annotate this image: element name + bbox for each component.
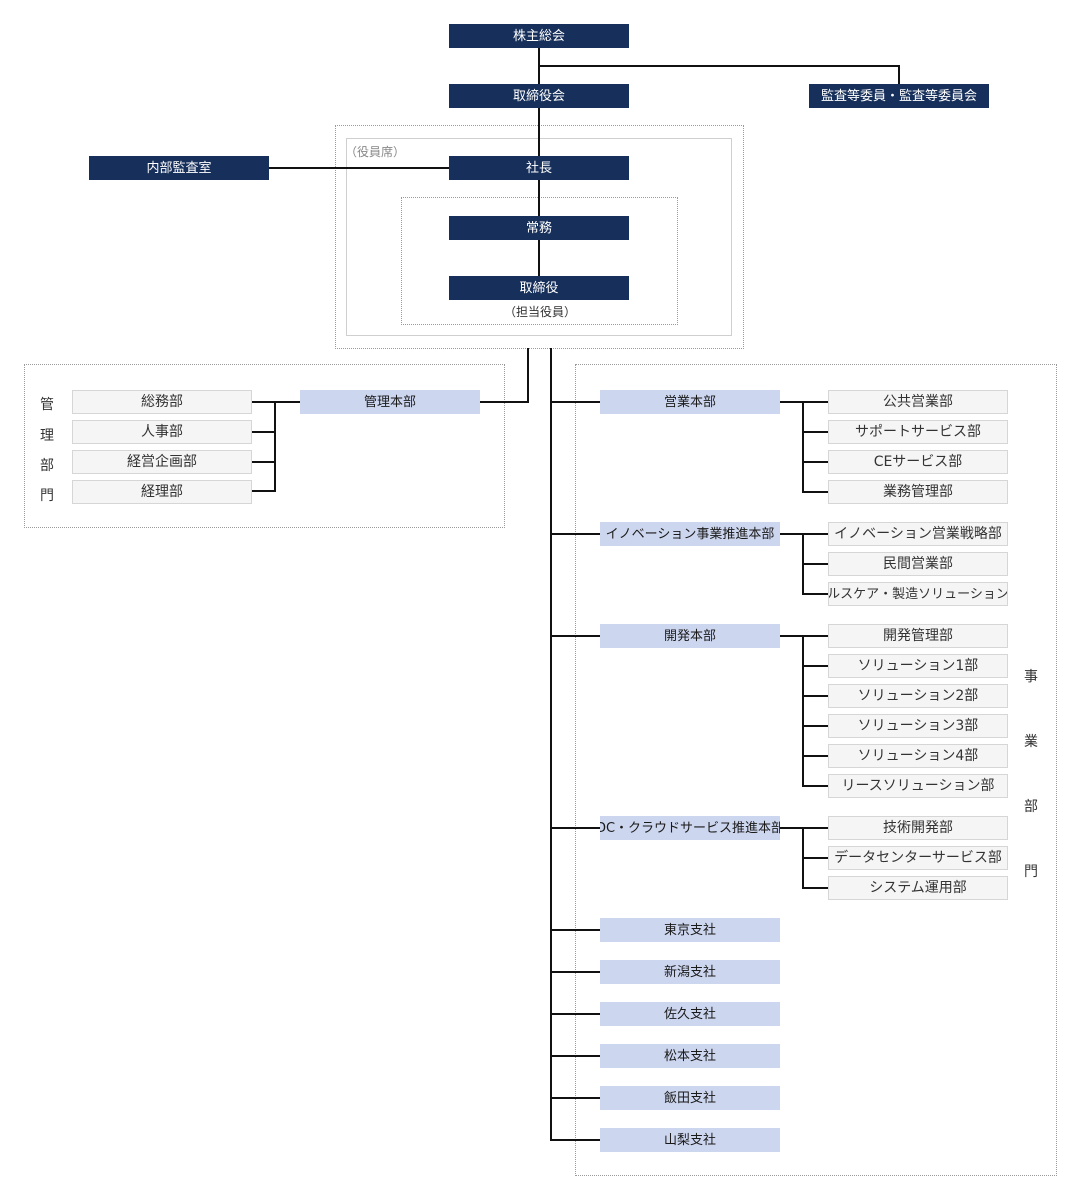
branch-office-box[interactable]: 東京支社 [600, 918, 780, 942]
admin-section-frame [24, 364, 505, 528]
connector-line [274, 401, 276, 492]
connector-line [802, 593, 828, 595]
internal-audit-box[interactable]: 内部監査室 [89, 156, 269, 180]
connector-line [479, 401, 529, 403]
connector-line [538, 65, 900, 67]
connector-line [802, 785, 828, 787]
connector-line [898, 65, 900, 86]
business-section-label-1: 事 [1024, 669, 1038, 685]
audit-committee-box[interactable]: 監査等委員・監査等委員会 [809, 84, 989, 108]
connector-line [538, 240, 540, 276]
connector-line [802, 695, 828, 697]
department-box[interactable]: ソリューション4部 [828, 744, 1008, 768]
connector-line [550, 971, 600, 973]
department-box[interactable]: サポートサービス部 [828, 420, 1008, 444]
connector-line [550, 1055, 600, 1057]
connector-line [802, 401, 828, 403]
connector-line [252, 431, 276, 433]
connector-line [802, 755, 828, 757]
connector-line [550, 348, 552, 1141]
connector-line [550, 1139, 600, 1141]
department-box[interactable]: データセンターサービス部 [828, 846, 1008, 870]
general-affairs-dept-box[interactable]: 総務部 [72, 390, 252, 414]
department-box[interactable]: システム運用部 [828, 876, 1008, 900]
connector-line [802, 665, 828, 667]
business-section-label-2: 業 [1024, 734, 1038, 750]
connector-line [269, 167, 449, 169]
connector-line [252, 401, 300, 403]
directors-note: （担当役員） [504, 305, 577, 319]
connector-line [802, 491, 828, 493]
connector-line [802, 725, 828, 727]
department-box[interactable]: リースソリューション部 [828, 774, 1008, 798]
president-box[interactable]: 社長 [449, 156, 629, 180]
department-box[interactable]: 技術開発部 [828, 816, 1008, 840]
connector-line [802, 401, 804, 493]
business-section-label-4: 門 [1024, 864, 1038, 880]
corporate-planning-dept-box[interactable]: 経営企画部 [72, 450, 252, 474]
department-box[interactable]: 公共営業部 [828, 390, 1008, 414]
connector-line [802, 827, 828, 829]
sales-hq-box[interactable]: 営業本部 [600, 390, 780, 414]
connector-line [802, 461, 828, 463]
dc-cloud-hq-box[interactable]: DC・クラウドサービス推進本部 [600, 816, 780, 840]
connector-line [550, 1013, 600, 1015]
connector-line [550, 635, 600, 637]
development-hq-box[interactable]: 開発本部 [600, 624, 780, 648]
admin-section-label-1: 管 [40, 397, 54, 413]
connector-line [802, 857, 828, 859]
connector-line [252, 490, 276, 492]
department-box[interactable]: ソリューション2部 [828, 684, 1008, 708]
connector-line [252, 461, 276, 463]
department-box[interactable]: ソリューション1部 [828, 654, 1008, 678]
admin-section-label-2: 理 [40, 428, 54, 444]
department-box[interactable]: ソリューション3部 [828, 714, 1008, 738]
branch-office-box[interactable]: 新潟支社 [600, 960, 780, 984]
department-box[interactable]: ヘルスケア・製造ソリューション部 [828, 582, 1008, 606]
connector-line [550, 827, 600, 829]
board-of-directors-box[interactable]: 取締役会 [449, 84, 629, 108]
admin-section-label-3: 部 [40, 458, 54, 474]
officers-label: （役員席） [345, 145, 406, 159]
connector-line [538, 180, 540, 216]
connector-line [802, 635, 804, 787]
branch-office-box[interactable]: 松本支社 [600, 1044, 780, 1068]
department-box[interactable]: 業務管理部 [828, 480, 1008, 504]
department-box[interactable]: 民間営業部 [828, 552, 1008, 576]
connector-line [802, 635, 828, 637]
connector-line [550, 533, 600, 535]
connector-line [550, 929, 600, 931]
admin-hq-box[interactable]: 管理本部 [300, 390, 480, 414]
accounting-dept-box[interactable]: 経理部 [72, 480, 252, 504]
connector-line [802, 533, 828, 535]
connector-line [538, 108, 540, 156]
connector-line [802, 563, 828, 565]
directors-box[interactable]: 取締役 [449, 276, 629, 300]
managing-director-box[interactable]: 常務 [449, 216, 629, 240]
connector-line [550, 1097, 600, 1099]
branch-office-box[interactable]: 山梨支社 [600, 1128, 780, 1152]
department-box[interactable]: イノベーション営業戦略部 [828, 522, 1008, 546]
hr-dept-box[interactable]: 人事部 [72, 420, 252, 444]
department-box[interactable]: CEサービス部 [828, 450, 1008, 474]
branch-office-box[interactable]: 飯田支社 [600, 1086, 780, 1110]
connector-line [550, 401, 600, 403]
innovation-hq-box[interactable]: イノベーション事業推進本部 [600, 522, 780, 546]
business-section-frame [575, 364, 1057, 1176]
connector-line [527, 348, 529, 403]
connector-line [802, 431, 828, 433]
branch-office-box[interactable]: 佐久支社 [600, 1002, 780, 1026]
business-section-label-3: 部 [1024, 799, 1038, 815]
admin-section-label-4: 門 [40, 488, 54, 504]
shareholders-meeting-box[interactable]: 株主総会 [449, 24, 629, 48]
connector-line [802, 887, 828, 889]
department-box[interactable]: 開発管理部 [828, 624, 1008, 648]
connector-line [538, 48, 540, 86]
